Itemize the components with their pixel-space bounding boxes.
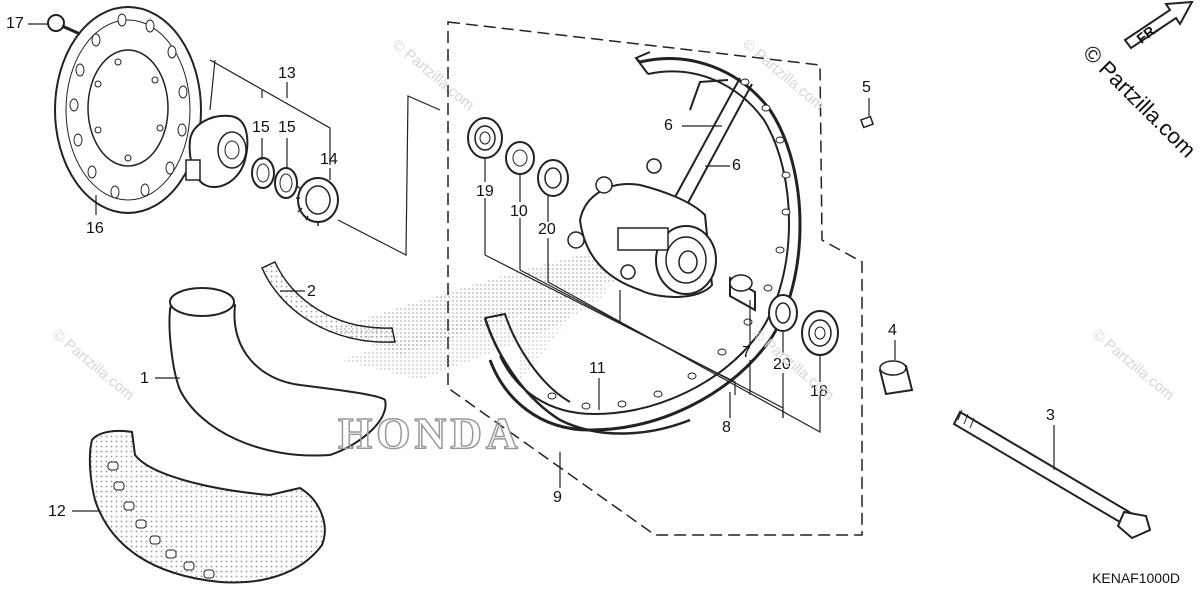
bearing-18 [801, 310, 839, 356]
callout-13: 13 [278, 65, 296, 82]
callout-20-upper: 20 [538, 221, 556, 238]
front-arrow-icon [1123, 0, 1194, 50]
callout-19: 19 [476, 183, 494, 200]
honda-wing-logo [330, 248, 660, 380]
side-collar [878, 360, 914, 396]
axle [952, 409, 1152, 540]
callout-16: 16 [86, 220, 104, 237]
hub [567, 158, 717, 298]
spokes [667, 77, 753, 215]
rim-band [261, 261, 396, 343]
dust-seal-20-lower [768, 294, 798, 332]
retainer-10 [505, 141, 535, 175]
tire [88, 430, 326, 584]
callout-1: 1 [140, 370, 149, 387]
callout-20-lower: 20 [773, 356, 791, 373]
honda-wordmark: HONDA [338, 409, 522, 458]
spoke-nipple [859, 115, 875, 129]
tire-tube [168, 287, 387, 457]
front-marker-label: FR. [1133, 20, 1161, 47]
callout-4: 4 [888, 322, 897, 339]
callout-15-left: 15 [252, 119, 270, 136]
callout-18: 18 [810, 383, 828, 400]
callout-6-lower: 6 [732, 157, 741, 174]
bearing-19 [467, 117, 503, 159]
callout-6-upper: 6 [664, 117, 673, 134]
distance-collar [729, 274, 756, 312]
speedometer-gearbox [185, 114, 249, 188]
wheel-rim [483, 51, 802, 435]
callout-10: 10 [510, 203, 528, 220]
callout-8: 8 [722, 419, 731, 436]
assembly-outline [447, 21, 863, 536]
callout-11: 11 [589, 360, 606, 377]
callout-5: 5 [862, 79, 871, 96]
callout-9: 9 [553, 489, 562, 506]
leader-lines [28, 23, 1055, 512]
callout-14: 14 [320, 151, 338, 168]
callout-3: 3 [1046, 407, 1055, 424]
leader-gear-to-hub [337, 95, 441, 256]
dust-seal-20-upper [537, 159, 569, 197]
disc-bolt [47, 14, 81, 36]
diagram-code: KENAF1000D [1092, 570, 1180, 586]
speedometer-drive-gear [295, 177, 339, 226]
callout-7: 7 [742, 344, 751, 361]
callout-2: 2 [307, 283, 316, 300]
callout-12: 12 [48, 503, 66, 520]
dust-seal-left [251, 157, 298, 199]
brake-disc [54, 6, 202, 214]
callout-15-right: 15 [278, 119, 296, 136]
callout-17: 17 [6, 15, 24, 32]
